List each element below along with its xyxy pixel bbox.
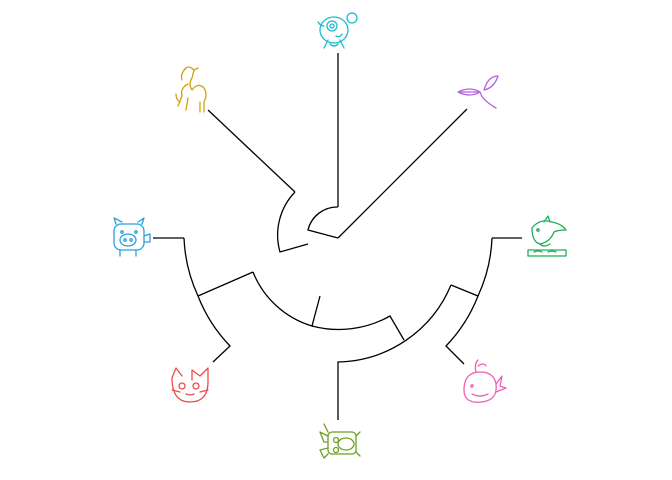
arc-pig-cat-join — [197, 271, 254, 297]
arc-dolphin-whale — [450, 237, 493, 297]
whale-icon — [463, 359, 507, 403]
cat-icon — [171, 367, 209, 403]
tree-branches — [153, 53, 522, 420]
branch-cat — [197, 295, 231, 363]
arc-microbe-plant — [307, 206, 339, 239]
arc-cow-clade — [337, 284, 452, 420]
cow-icon — [319, 423, 361, 459]
camel-icon — [175, 66, 207, 113]
arc-left-clade — [252, 271, 321, 327]
branch-camel — [207, 109, 296, 193]
plant-sprout-icon — [457, 75, 499, 109]
microbe-icon — [317, 12, 358, 49]
dolphin-icon — [527, 215, 567, 257]
root-arc — [311, 315, 405, 341]
pig-icon — [113, 217, 151, 257]
branch-whale — [445, 295, 479, 365]
arc-pig-cat — [183, 237, 199, 297]
arc-camel-clade — [277, 191, 309, 253]
branch-plant — [337, 108, 468, 239]
